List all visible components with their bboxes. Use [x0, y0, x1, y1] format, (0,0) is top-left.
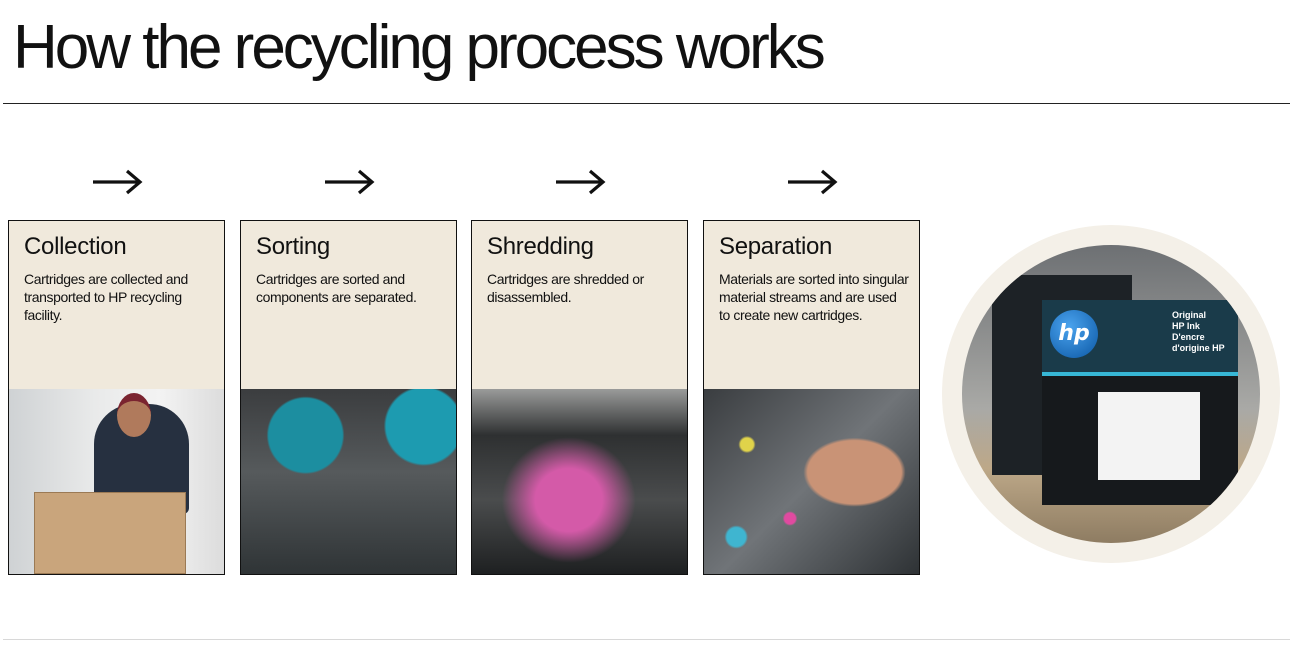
step-description: Materials are sorted into singular mater…: [719, 271, 909, 323]
hp-ink-product-image: hp Original HP Ink D'encre d'origine HP: [962, 245, 1260, 543]
package-text: Original HP Ink D'encre d'origine HP: [1172, 310, 1225, 353]
step-card-sorting: Sorting Cartridges are sorted and compon…: [240, 220, 457, 575]
step-card-collection: Collection Cartridges are collected and …: [8, 220, 225, 575]
step-title: Shredding: [487, 233, 594, 260]
sorting-photo: [241, 389, 456, 574]
shredding-photo: [472, 389, 687, 574]
collection-photo: [9, 389, 224, 574]
step-card-separation: Separation Materials are sorted into sin…: [703, 220, 920, 575]
step-card-shredding: Shredding Cartridges are shredded or dis…: [471, 220, 688, 575]
step-description: Cartridges are shredded or disassembled.: [487, 271, 644, 305]
arrow-right-icon: [556, 169, 606, 195]
arrow-right-icon: [93, 169, 143, 195]
hp-logo: hp: [1050, 310, 1098, 358]
bottom-divider: [3, 639, 1290, 640]
page-title: How the recycling process works: [13, 13, 826, 82]
step-title: Collection: [24, 233, 127, 260]
step-description: Cartridges are sorted and components are…: [256, 271, 417, 305]
separation-photo: [704, 389, 919, 574]
step-title: Separation: [719, 233, 833, 260]
step-title: Sorting: [256, 233, 330, 260]
arrow-right-icon: [788, 169, 838, 195]
title-divider: [3, 103, 1290, 104]
step-description: Cartridges are collected and transported…: [24, 271, 188, 323]
arrow-right-icon: [325, 169, 375, 195]
